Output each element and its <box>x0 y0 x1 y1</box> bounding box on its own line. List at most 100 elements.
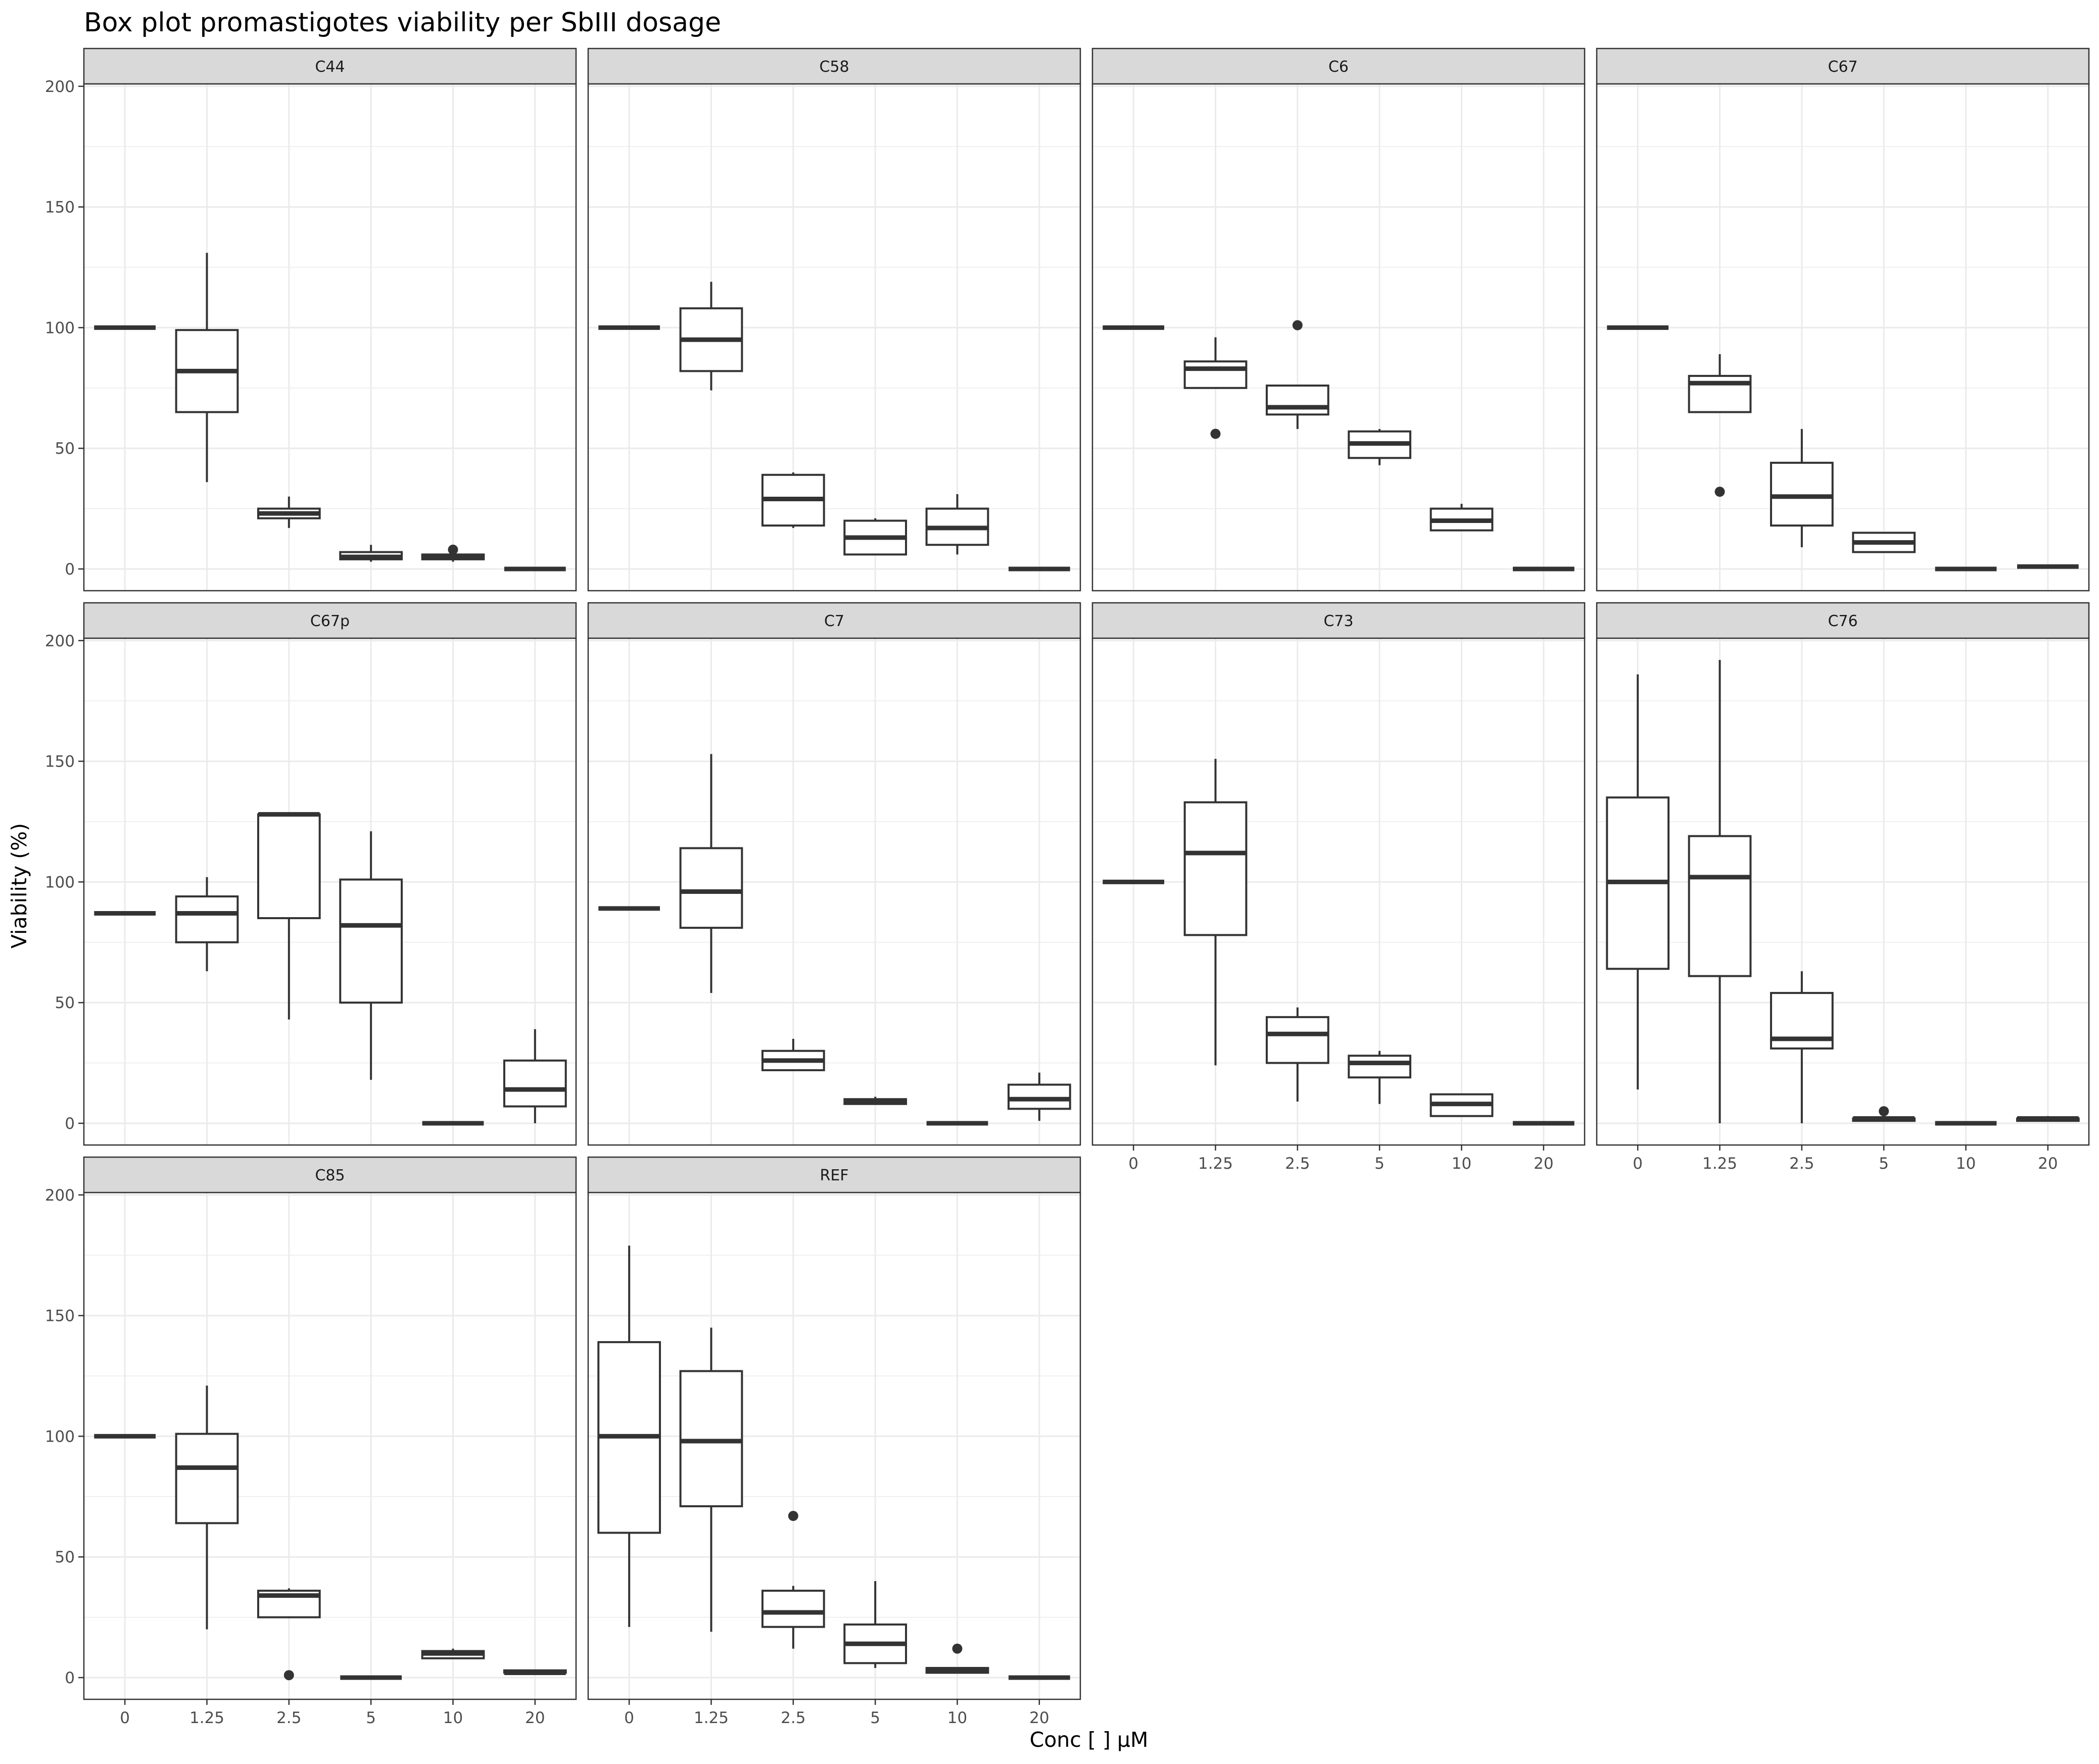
box-c76-2.5 <box>1770 971 1834 1124</box>
box-c44-5 <box>339 545 403 562</box>
box-ref-0 <box>597 1246 661 1627</box>
box-c85-10 <box>421 1648 485 1659</box>
x-tick-label: 5 <box>870 1709 880 1727</box>
box-iqr <box>1770 461 1834 527</box>
y-tick-label: 200 <box>45 78 75 96</box>
box-ref-5 <box>843 1581 908 1668</box>
box-c67-5 <box>1852 532 1916 553</box>
box-c85-2.5 <box>257 1588 321 1681</box>
x-tick-label: 10 <box>443 1709 463 1727</box>
box-c44-2.5 <box>257 496 321 528</box>
box-iqr <box>679 1370 743 1507</box>
box-c6-1.25 <box>1183 337 1248 439</box>
box-iqr <box>761 1590 825 1628</box>
x-tick-label: 1.25 <box>694 1709 729 1727</box>
box-c73-1.25 <box>1183 758 1248 1066</box>
box-iqr <box>1348 1055 1412 1079</box>
panel-background <box>84 84 576 591</box>
box-c76-1.25 <box>1688 659 1752 1124</box>
box-c7-1.25 <box>679 754 743 993</box>
box-c58-5 <box>843 518 908 556</box>
facet-c6: C6 <box>1091 47 1586 592</box>
facet-strip <box>587 1156 1081 1194</box>
x-tick-label: 0 <box>1128 1155 1138 1173</box>
x-tick-label: 1.25 <box>1198 1155 1233 1173</box>
x-tick-label: 0 <box>624 1709 634 1727</box>
x-tick-label: 0 <box>120 1709 130 1727</box>
x-tick-label: 20 <box>525 1709 545 1727</box>
x-tick-label: 2.5 <box>276 1709 301 1727</box>
facet-strip <box>83 602 577 639</box>
outlier-point <box>448 544 458 555</box>
panel-background <box>588 638 1080 1145</box>
box-iqr <box>1183 801 1248 936</box>
box-c76-0 <box>1606 674 1670 1090</box>
y-tick-label: 0 <box>65 1669 75 1687</box>
box-c67-1.25 <box>1688 354 1752 497</box>
facet-strip <box>1596 47 2090 85</box>
x-tick-label: 20 <box>2038 1155 2058 1173</box>
box-c58-2.5 <box>761 472 825 528</box>
y-tick-label: 100 <box>45 319 75 337</box>
box-c67p-1.25 <box>175 877 239 972</box>
panel-background <box>588 1193 1080 1699</box>
y-tick-label: 50 <box>55 994 75 1012</box>
box-c73-2.5 <box>1265 1007 1329 1102</box>
y-tick-label: 150 <box>45 753 75 771</box>
facet-strip-label: C58 <box>819 58 849 76</box>
panel-background <box>84 1193 576 1699</box>
x-tick-label: 5 <box>366 1709 376 1727</box>
y-tick-label: 0 <box>65 560 75 579</box>
outlier-point <box>283 1670 294 1681</box>
outlier-point <box>952 1643 963 1654</box>
box-iqr <box>257 813 321 920</box>
facet-strip-label: C44 <box>315 58 345 76</box>
x-tick-label: 2.5 <box>1789 1155 1814 1173</box>
box-c44-10 <box>421 544 485 562</box>
y-axis-title: Viability (%) <box>7 823 31 948</box>
facet-strip <box>587 47 1081 85</box>
panel-background <box>84 638 576 1145</box>
facet-strip <box>587 602 1081 639</box>
box-c73-5 <box>1348 1051 1412 1104</box>
box-iqr <box>339 878 403 1004</box>
chart-title: Box plot promastigotes viability per SbI… <box>84 8 721 38</box>
facet-strip <box>1091 602 1586 639</box>
box-iqr <box>175 1433 239 1524</box>
y-tick-label: 50 <box>55 440 75 458</box>
facet-strip-label: C76 <box>1828 612 1857 630</box>
box-c73-10 <box>1429 1093 1494 1117</box>
facet-strip <box>83 47 577 85</box>
x-tick-label: 10 <box>1452 1155 1471 1173</box>
box-c7-2.5 <box>761 1038 825 1071</box>
facet-strip-label: C6 <box>1328 58 1349 76</box>
y-tick-label: 100 <box>45 1427 75 1446</box>
x-axis-title: Conc [ ] µM <box>1030 1728 1149 1752</box>
box-iqr <box>1265 385 1329 416</box>
panel-background <box>1092 84 1585 591</box>
x-tick-label: 10 <box>1956 1155 1976 1173</box>
facet-strip-label: C73 <box>1323 612 1353 630</box>
outlier-point <box>1879 1106 1889 1117</box>
y-tick-label: 200 <box>45 1186 75 1205</box>
box-iqr <box>503 1059 567 1108</box>
box-ref-1.25 <box>679 1327 743 1632</box>
box-c76-20 <box>2016 1116 2080 1122</box>
box-c7-20 <box>1007 1072 1071 1121</box>
box-c44-1.25 <box>175 253 239 483</box>
box-c7-5 <box>843 1096 908 1105</box>
facet-strip <box>1596 602 2090 639</box>
y-tick-label: 150 <box>45 1307 75 1325</box>
box-iqr <box>1688 835 1752 977</box>
facet-c7: C7 <box>587 602 1081 1146</box>
box-iqr <box>175 895 239 943</box>
panel-background <box>588 84 1080 591</box>
facet-strip <box>1091 47 1586 85</box>
facet-c58: C58 <box>587 47 1081 592</box>
